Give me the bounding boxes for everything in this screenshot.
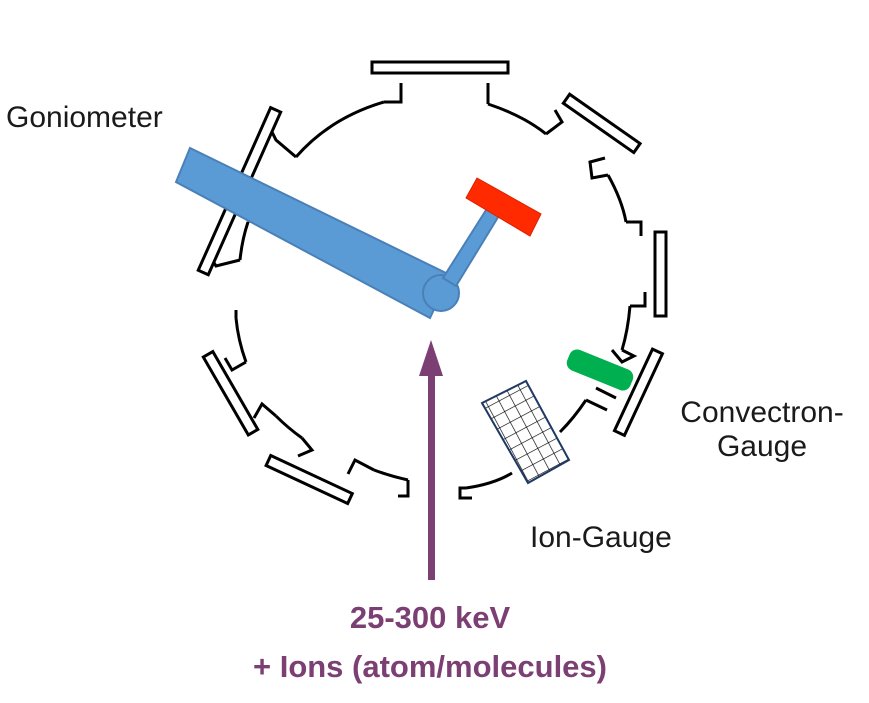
- port-bottom: [346, 457, 410, 498]
- port-left: [208, 255, 241, 318]
- port-bottom-right: [458, 486, 472, 500]
- port-right-upper: [588, 156, 609, 180]
- port-top: [384, 83, 490, 104]
- beam-ions-label: + Ions (atom/molecules): [252, 649, 607, 684]
- flange-convectron: [612, 347, 665, 438]
- port-right: [626, 220, 647, 308]
- convectron-label-line2: Gauge: [716, 430, 808, 463]
- sample-rod: [441, 205, 502, 288]
- goniometer: [174, 146, 542, 320]
- chamber-wall: [234, 100, 632, 490]
- port-top-right: [545, 109, 564, 136]
- chamber-wall-arc: [620, 305, 632, 351]
- goniometer-pivot: [422, 274, 460, 312]
- ion-gauge: [480, 379, 571, 485]
- beam-arrowhead: [419, 340, 443, 376]
- convectron-gauge-label: Convectron- Gauge: [662, 396, 862, 464]
- flange-left-lower: [201, 349, 260, 438]
- port-convectron: [585, 386, 617, 412]
- chamber-wall-arc: [238, 221, 250, 261]
- sample-holder: [465, 177, 542, 237]
- ion-beam-arrow: [419, 340, 443, 580]
- goniometer-label: Goniometer: [6, 101, 163, 134]
- flange-right: [653, 230, 668, 318]
- chamber-wall-arc: [487, 102, 547, 136]
- flange-top-right: [561, 92, 643, 155]
- convectron-label-line1: Convectron-: [680, 396, 844, 429]
- port-left-lower: [223, 357, 247, 373]
- ion-gauge-label: Ion-Gauge: [530, 521, 672, 554]
- flange-windows: [196, 60, 668, 506]
- chamber-wall-arc: [234, 317, 248, 363]
- chamber-wall-arc: [274, 414, 303, 440]
- chamber-wall-arc: [373, 468, 409, 482]
- chamber-wall-arc: [606, 174, 628, 223]
- beam-shaft: [428, 372, 435, 580]
- chamber-wall-arc: [558, 399, 588, 434]
- flange-top: [370, 60, 510, 75]
- chamber-wall-arc: [465, 471, 513, 490]
- convectron-gauge: [566, 349, 634, 391]
- port-right-lower: [610, 348, 638, 364]
- flange-bottom-left: [264, 453, 355, 506]
- port-bottom-left: [252, 401, 315, 458]
- chamber-wall-arc: [294, 100, 385, 158]
- goniometer-arm: [174, 146, 452, 320]
- beam-energy-label: 25-300 keV: [349, 600, 511, 635]
